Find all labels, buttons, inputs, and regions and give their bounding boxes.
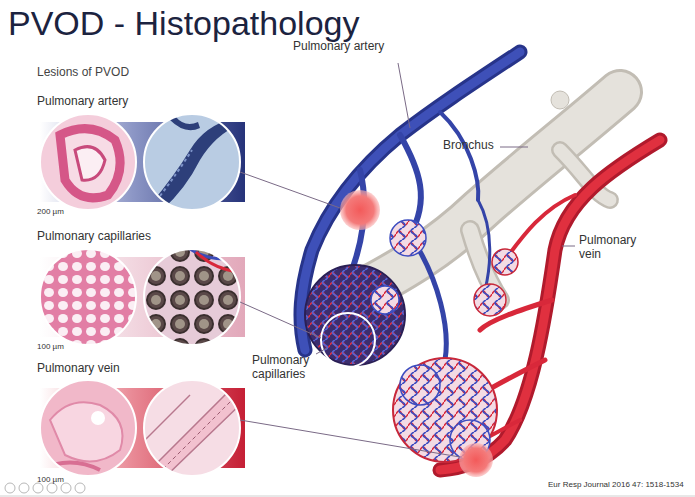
lesion-marker xyxy=(340,190,380,230)
lesion-marker xyxy=(459,443,493,477)
illustration-circle xyxy=(390,220,426,256)
panel-heading: Pulmonary artery xyxy=(37,95,128,109)
image-frame xyxy=(40,114,136,210)
scale-label: 100 µm xyxy=(37,475,64,484)
illustration-rect xyxy=(38,378,138,478)
part-label: Bronchus xyxy=(443,139,494,153)
illustration-rect xyxy=(38,112,138,212)
illustration-circle xyxy=(551,91,569,109)
illustration-circle xyxy=(33,483,43,493)
illustration-circle xyxy=(305,265,405,365)
illustration-path xyxy=(196,252,240,272)
schematic-image xyxy=(142,247,242,347)
illustration-path xyxy=(316,348,327,354)
illustration-path xyxy=(75,147,105,181)
histology-image xyxy=(38,378,138,478)
illustration-circle xyxy=(492,249,518,275)
schematic-image xyxy=(142,378,245,480)
illustration-path xyxy=(398,63,410,128)
illustration-path xyxy=(240,172,340,208)
slide-border xyxy=(0,496,695,497)
illustration-rect xyxy=(142,112,242,212)
leader-lines xyxy=(240,63,575,457)
illustration-circle xyxy=(400,365,440,405)
illustration-path xyxy=(50,402,123,461)
illustration-rect xyxy=(38,247,138,347)
illustration-path xyxy=(160,150,192,196)
image-frame xyxy=(40,249,136,345)
vein-drawing xyxy=(440,140,660,470)
illustration-circle xyxy=(371,286,399,314)
histology-image xyxy=(38,112,138,212)
illustration-path xyxy=(158,392,240,474)
illustration-path xyxy=(440,140,660,470)
slide-controls xyxy=(5,483,85,493)
illustration-circle xyxy=(474,284,506,316)
scale-label: 200 µm xyxy=(37,207,64,216)
illustration-circle xyxy=(47,483,57,493)
image-frame xyxy=(144,114,240,210)
illustration-circle xyxy=(5,483,15,493)
part-label: Pulmonary capillaries xyxy=(252,354,322,382)
part-label: Pulmonary artery xyxy=(293,40,384,54)
illustration-circle xyxy=(91,411,105,425)
scale-label: 100 µm xyxy=(37,342,64,351)
illustration-path xyxy=(562,246,575,247)
part-label: Pulmonary vein xyxy=(579,234,649,262)
citation: Eur Resp Journal 2016 47: 1518-1534 xyxy=(548,480,684,489)
illustration-path xyxy=(240,302,321,338)
image-frame xyxy=(144,380,240,476)
illustration-path xyxy=(478,200,490,290)
illustration-path xyxy=(240,420,460,457)
illustration-path xyxy=(440,112,478,200)
illustration-circle xyxy=(75,483,85,493)
capillary-clusters xyxy=(305,220,518,462)
illustration-path xyxy=(500,147,528,148)
section-heading: Lesions of PVOD xyxy=(37,66,129,80)
illustration-path xyxy=(150,118,240,212)
illustration-path xyxy=(440,140,660,470)
illustration-rect xyxy=(142,247,242,347)
illustration-circle xyxy=(19,483,29,493)
slide-title: PVOD - Histopathology xyxy=(8,4,360,43)
image-frame xyxy=(40,380,136,476)
lesion-marker xyxy=(321,313,375,367)
schematic-image xyxy=(142,112,242,212)
panel-heading: Pulmonary vein xyxy=(37,362,120,376)
illustration-path xyxy=(505,195,575,260)
illustration-path xyxy=(40,463,100,471)
image-frame xyxy=(144,249,240,345)
histology-image xyxy=(38,247,138,347)
panel-heading: Pulmonary capillaries xyxy=(37,230,151,244)
illustration-path xyxy=(60,129,120,198)
illustration-circle xyxy=(61,483,71,493)
